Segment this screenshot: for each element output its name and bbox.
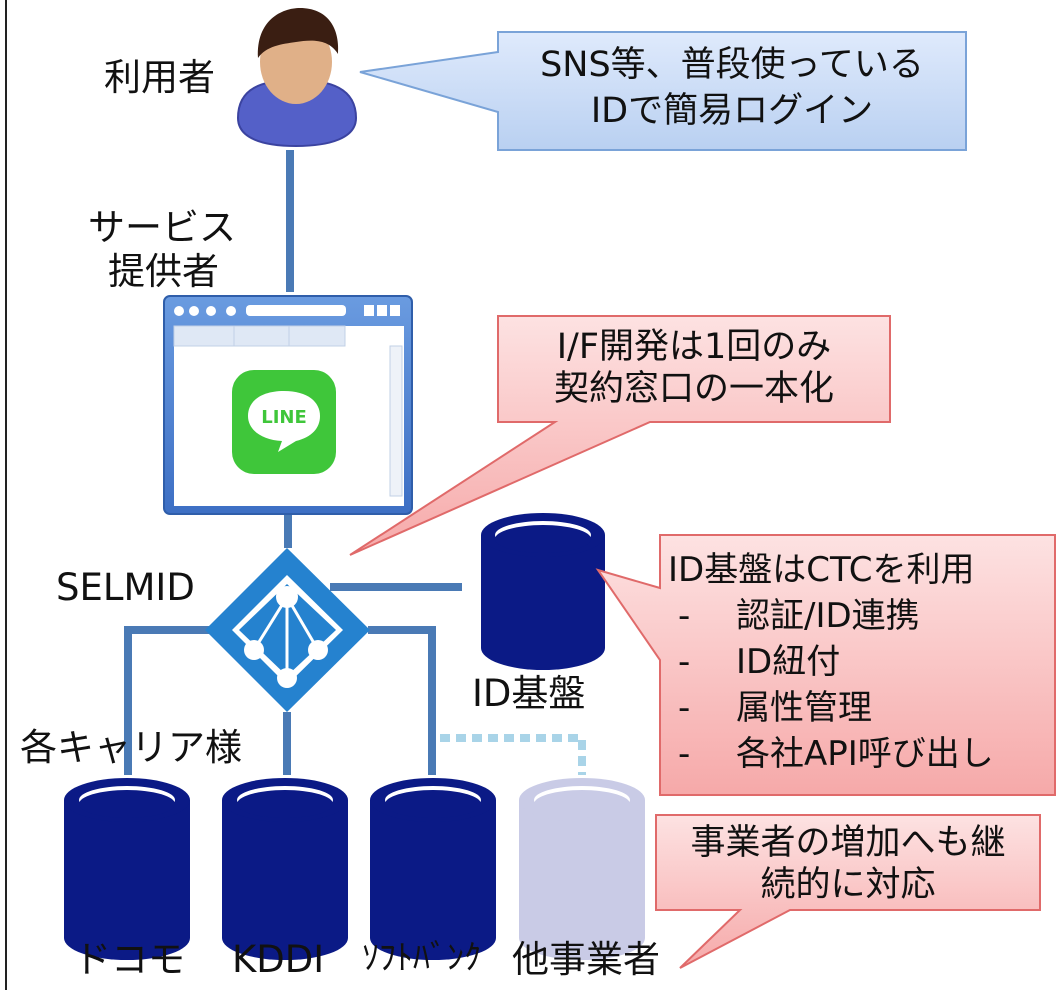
callout-expansion	[655, 814, 1041, 969]
other-operator-database	[519, 778, 645, 960]
callout-if-dev	[349, 315, 891, 556]
label-kddi: KDDI	[232, 938, 325, 981]
user-avatar	[236, 8, 358, 148]
callout-idbase-item-3: 属性管理	[736, 688, 872, 728]
callout-sns-line2: IDで簡易ログイン	[590, 91, 874, 131]
label-carriers: 各キャリア様	[20, 726, 242, 769]
label-docomo: ドコモ	[74, 938, 185, 981]
connector-selmid-softbank	[368, 626, 436, 775]
callout-idbase-bullet-1: -	[678, 596, 691, 636]
connector-other-dotted	[440, 734, 586, 775]
callout-sns-line1: SNS等、普段使っている	[540, 45, 924, 85]
callout-idbase-bullet-4: -	[678, 734, 691, 774]
label-selmid: SELMID	[56, 566, 195, 609]
callout-if-line1: I/F開発は1回のみ	[556, 327, 832, 367]
line-logo-text: LINE	[261, 407, 307, 428]
selmid-icon	[205, 548, 370, 712]
callout-idbase-bullet-3: -	[678, 688, 691, 728]
label-softbank: ｿﾌﾄﾊﾞﾝｸ	[362, 938, 481, 978]
docomo-database	[64, 778, 190, 960]
callout-id-base	[595, 534, 1056, 796]
label-other-operator: 他事業者	[512, 938, 660, 981]
callout-idbase-item-1: 認証/ID連携	[736, 596, 920, 636]
callout-sns	[359, 31, 967, 151]
line-logo: LINE	[232, 370, 336, 474]
connectors	[124, 150, 462, 775]
connector-selmid-docomo	[124, 626, 222, 775]
callout-idbase-item-4: 各社API呼び出し	[736, 734, 994, 774]
softbank-database	[370, 778, 496, 960]
callout-expansion-line1: 事業者の増加へも継	[690, 823, 1006, 863]
callout-if-line2: 契約窓口の一本化	[553, 369, 834, 409]
callout-idbase-bullet-2: -	[678, 642, 691, 682]
label-provider-line1: サービス	[88, 206, 236, 249]
kddi-database	[222, 778, 348, 960]
callout-expansion-line2: 続的に対応	[760, 865, 936, 905]
callout-idbase-item-2: ID紐付	[736, 642, 841, 682]
label-id-platform: ID基盤	[472, 672, 586, 715]
label-user: 利用者	[104, 56, 215, 99]
id-platform-database	[481, 513, 605, 670]
label-provider-line2: 提供者	[108, 250, 219, 293]
callout-idbase-title: ID基盤はCTCを利用	[668, 550, 975, 590]
